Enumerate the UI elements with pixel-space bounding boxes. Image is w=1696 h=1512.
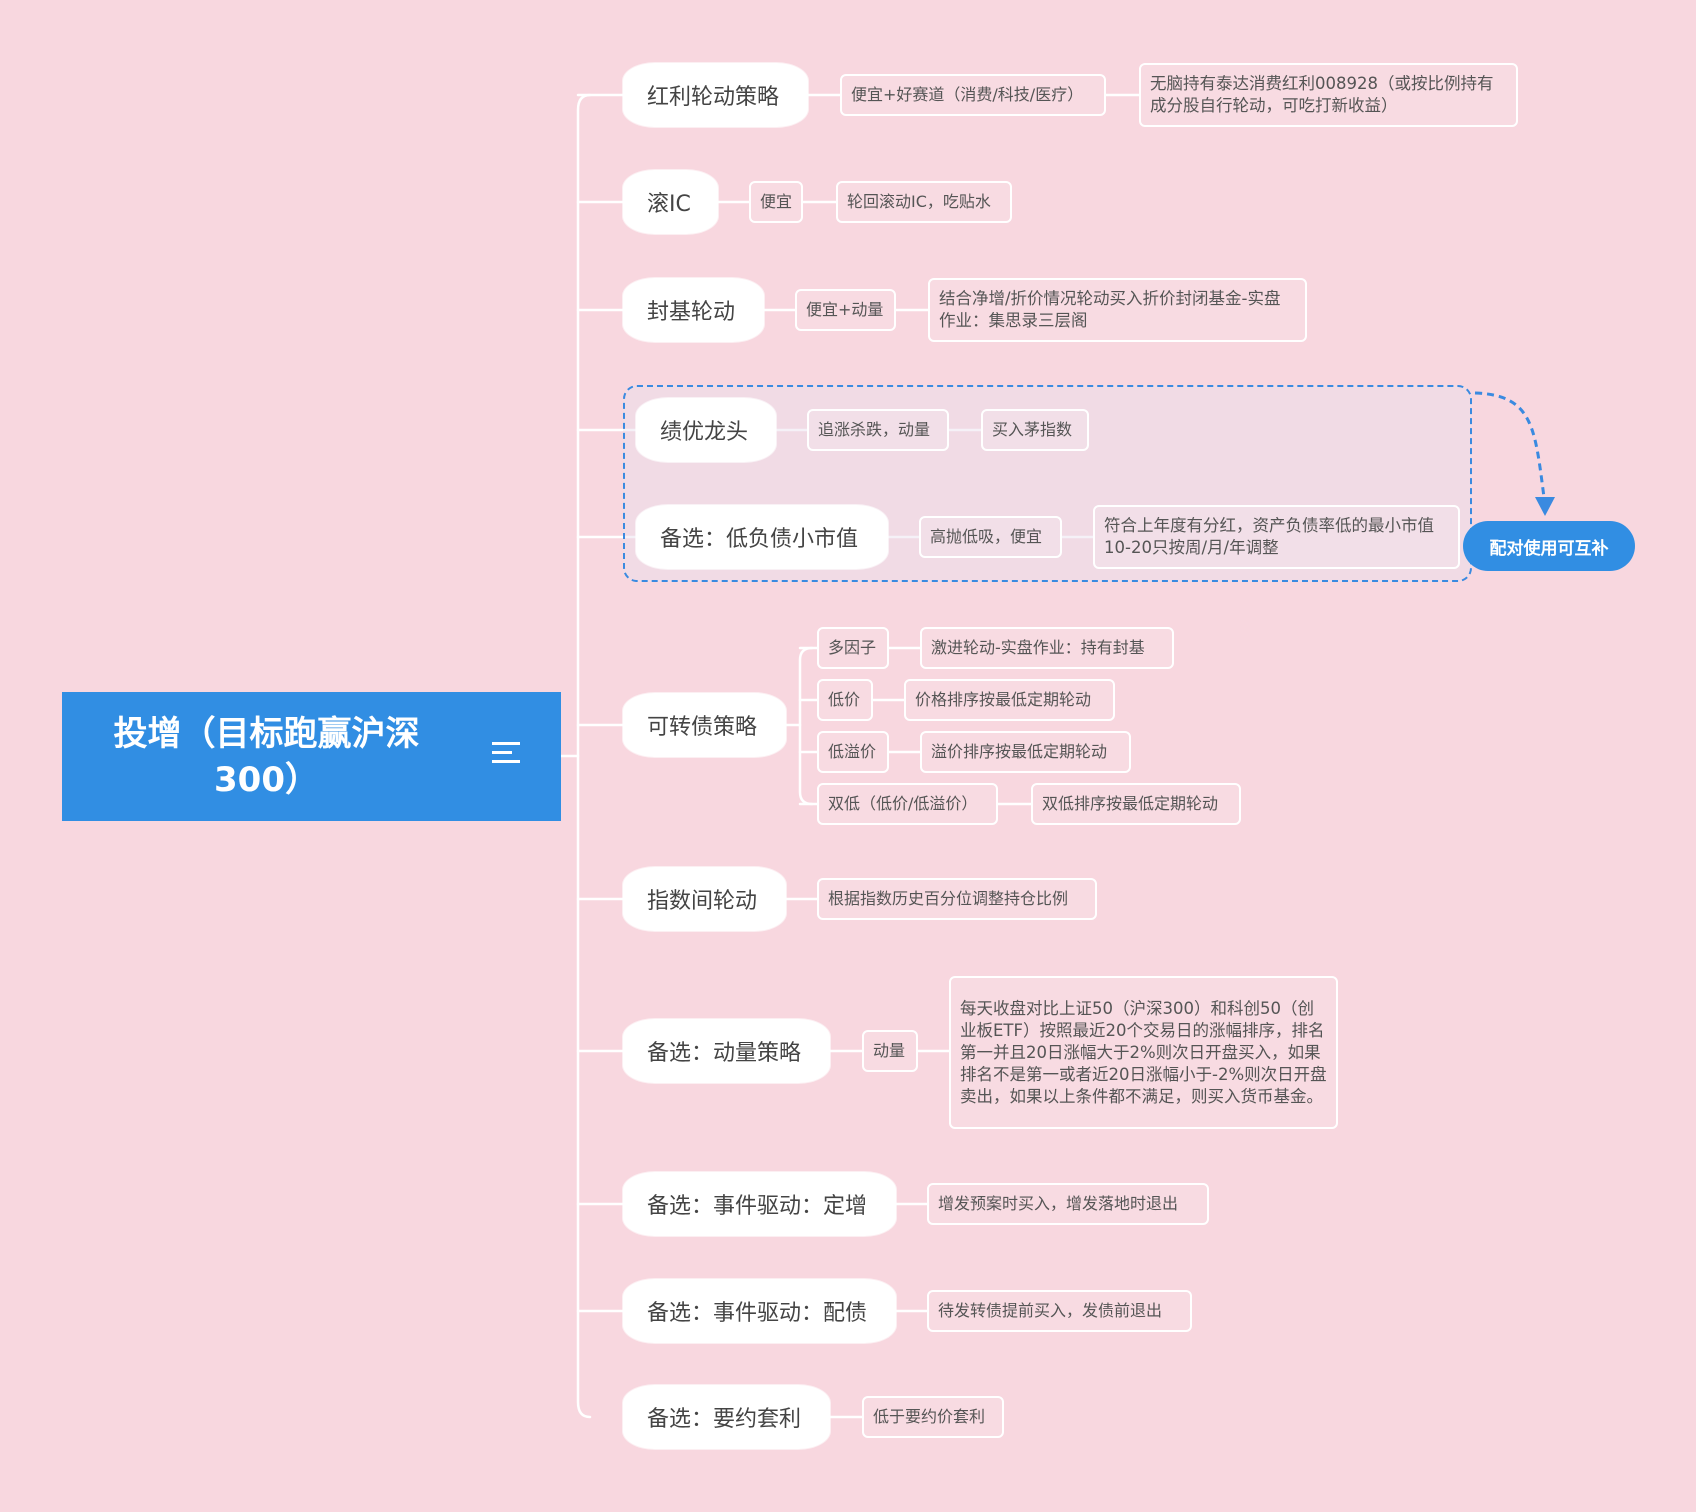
topic-dividend-rotation[interactable]: 红利轮动策略 xyxy=(623,63,808,127)
note-closed-fund[interactable]: 结合净增/折价情况轮动买入折价封闭基金-实盘作业：集思录三层阁 xyxy=(928,278,1307,342)
topic-tender-offer[interactable]: 备选：要约套利 xyxy=(623,1385,830,1449)
subtopic-momentum-detail[interactable]: 动量 xyxy=(862,1030,918,1072)
topic-private-placement[interactable]: 备选：事件驱动：定增 xyxy=(623,1172,896,1236)
topic-index-rotation[interactable]: 指数间轮动 xyxy=(623,867,786,931)
subtopic-low-price[interactable]: 低价 xyxy=(817,679,873,721)
subtopic-index-rotation-detail[interactable]: 根据指数历史百分位调整持仓比例 xyxy=(817,878,1097,920)
subtopic-bond-allotment-detail[interactable]: 待发转债提前买入，发债前退出 xyxy=(927,1290,1192,1332)
subtopic-roll-ic-detail[interactable]: 便宜 xyxy=(749,181,803,223)
topic-closed-fund[interactable]: 封基轮动 xyxy=(623,278,764,342)
root-topic[interactable]: 投增（目标跑赢沪深300） xyxy=(62,692,561,821)
note-momentum[interactable]: 每天收盘对比上证50（沪深300）和科创50（创业板ETF）按照最近20个交易日… xyxy=(949,976,1338,1129)
topic-roll-ic[interactable]: 滚IC xyxy=(623,170,718,234)
subtopic-tender-offer-detail[interactable]: 低于要约价套利 xyxy=(862,1396,1004,1438)
subtopic-small-cap-detail[interactable]: 高抛低吸，便宜 xyxy=(919,516,1062,558)
arrowhead-icon xyxy=(1535,497,1555,516)
root-title: 投增（目标跑赢沪深300） xyxy=(113,713,420,800)
topic-quality-leaders[interactable]: 绩优龙头 xyxy=(636,398,776,462)
note-multi-factor[interactable]: 激进轮动-实盘作业：持有封基 xyxy=(920,627,1174,669)
relationship-arrow xyxy=(1474,391,1547,506)
note-roll-ic[interactable]: 轮回滚动IC，吃贴水 xyxy=(836,181,1012,223)
subtopic-multi-factor[interactable]: 多因子 xyxy=(817,627,889,669)
subtopic-quality-leaders-detail[interactable]: 追涨杀跌，动量 xyxy=(807,409,949,451)
note-small-cap[interactable]: 符合上年度有分红，资产负债率低的最小市值10-20只按周/月/年调整 xyxy=(1093,505,1460,569)
menu-lines-icon[interactable] xyxy=(492,742,520,768)
subtopic-double-low[interactable]: 双低（低价/低溢价） xyxy=(817,783,998,825)
note-low-premium[interactable]: 溢价排序按最低定期轮动 xyxy=(920,731,1131,773)
note-dividend[interactable]: 无脑持有泰达消费红利008928（或按比例持有成分股自行轮动，可吃打新收益） xyxy=(1139,63,1518,127)
note-low-price[interactable]: 价格排序按最低定期轮动 xyxy=(904,679,1115,721)
topic-small-cap[interactable]: 备选：低负债小市值 xyxy=(636,505,888,569)
callout-pair[interactable]: 配对使用可互补 xyxy=(1463,521,1635,571)
note-double-low[interactable]: 双低排序按最低定期轮动 xyxy=(1031,783,1241,825)
subtopic-private-placement-detail[interactable]: 增发预案时买入，增发落地时退出 xyxy=(927,1183,1209,1225)
topic-bond-allotment[interactable]: 备选：事件驱动：配债 xyxy=(623,1279,896,1343)
topic-convertible-bonds[interactable]: 可转债策略 xyxy=(623,693,786,757)
topic-momentum[interactable]: 备选：动量策略 xyxy=(623,1019,830,1083)
subtopic-dividend-detail[interactable]: 便宜+好赛道（消费/科技/医疗） xyxy=(840,74,1106,116)
note-quality-leaders[interactable]: 买入茅指数 xyxy=(981,409,1089,451)
subtopic-closed-fund-detail[interactable]: 便宜+动量 xyxy=(795,289,896,331)
subtopic-low-premium[interactable]: 低溢价 xyxy=(817,731,889,773)
